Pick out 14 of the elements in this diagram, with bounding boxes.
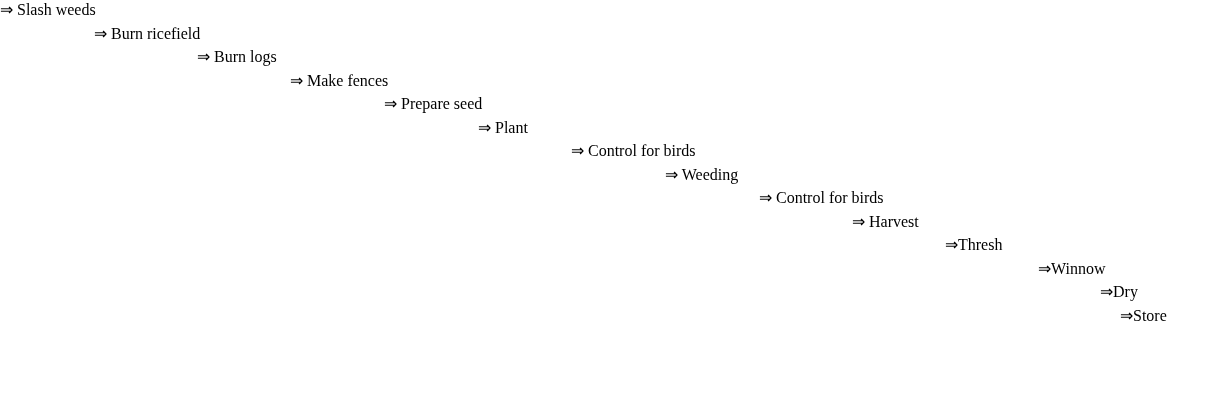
step-text: ⇒ Slash weeds bbox=[0, 1, 96, 19]
step-text: ⇒ Make fences bbox=[290, 71, 389, 90]
step-text: ⇒ Burn logs bbox=[197, 48, 277, 66]
step-text: ⇒Store bbox=[1120, 306, 1167, 325]
step-text: ⇒Winnow bbox=[1038, 259, 1106, 278]
step-text: ⇒Thresh bbox=[945, 236, 1003, 254]
step-text: ⇒ Control for birds bbox=[571, 142, 696, 160]
step-text: ⇒Dry bbox=[1100, 283, 1138, 301]
step-text: ⇒ Plant bbox=[478, 118, 528, 137]
step-text: ⇒ Burn ricefield bbox=[94, 24, 201, 43]
step-text: ⇒ Weeding bbox=[665, 165, 739, 184]
step-text: ⇒ Harvest bbox=[852, 212, 919, 231]
step-text: ⇒ Control for birds bbox=[759, 189, 884, 207]
step-text: ⇒ Prepare seed bbox=[384, 95, 483, 113]
